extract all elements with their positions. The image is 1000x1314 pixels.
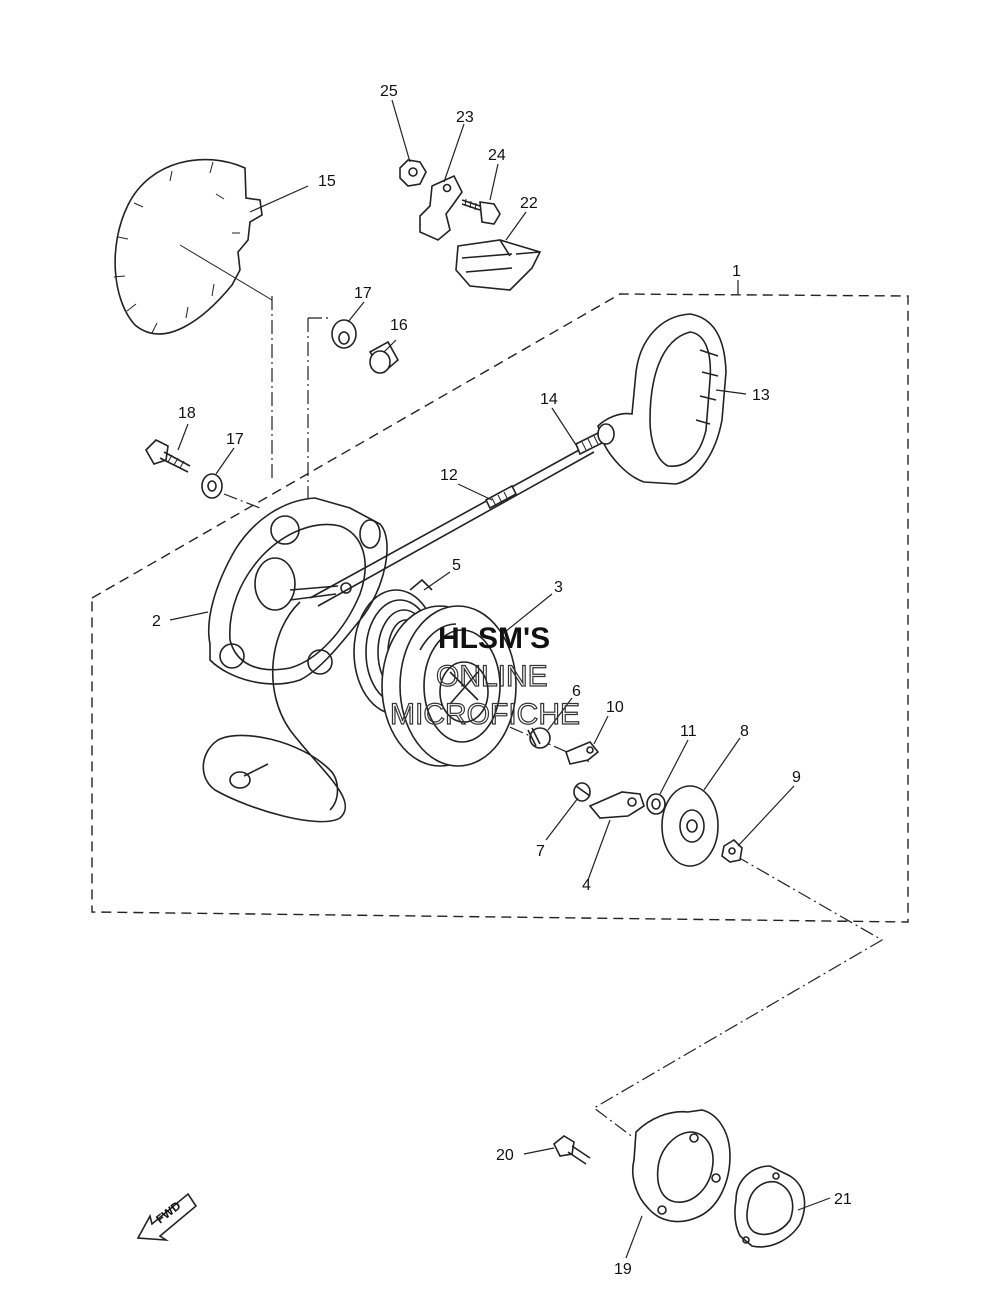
callout-15: 15 [318, 173, 336, 190]
callout-11: 11 [680, 723, 697, 740]
assembly-boundary [91, 293, 909, 923]
watermark: HLSM'S ONLINE MICROFICHE [389, 622, 580, 732]
callout-18: 18 [178, 405, 196, 422]
callout-13: 13 [752, 387, 770, 404]
part-16-collar [368, 340, 400, 374]
forward-direction-arrow: FWD [136, 1192, 198, 1242]
callout-9: 9 [792, 769, 801, 786]
callout-20: 20 [496, 1147, 514, 1164]
callout-16: 16 [390, 317, 408, 334]
part-8-friction-plate [661, 785, 719, 867]
callout-6: 6 [572, 683, 581, 700]
part-19-starter-pulley [632, 1109, 731, 1223]
callout-3: 3 [554, 579, 563, 596]
callout-19: 19 [614, 1261, 632, 1278]
part-3-reel [381, 605, 517, 767]
callout-24: 24 [488, 147, 506, 164]
part-2-starter-case [207, 497, 388, 685]
callout-2: 2 [152, 613, 161, 630]
part-10-pawl [565, 741, 600, 765]
part-20-bolt [552, 1135, 591, 1165]
callout-14: 14 [540, 391, 558, 408]
watermark-line-1: HLSM'S [438, 622, 550, 655]
part-9-bolt [721, 838, 743, 863]
callout-17-lower: 17 [226, 431, 244, 448]
part-25-nut [399, 159, 427, 187]
watermark-line-3: MICROFICHE [390, 698, 580, 731]
part-21-gasket [734, 1165, 806, 1248]
part-17-collar-upper [331, 319, 357, 349]
watermark-line-2: ONLINE [436, 660, 548, 693]
part-15-decal [113, 158, 273, 335]
part-11-washer [646, 793, 666, 815]
part-6-spring [527, 727, 551, 749]
assembly-lines [223, 296, 884, 1139]
part-13-starter-handle [597, 313, 727, 485]
callout-23: 23 [456, 109, 474, 126]
part-7-spring [573, 782, 591, 802]
part-18-bolt [145, 439, 191, 473]
callout-22: 22 [520, 195, 538, 212]
callout-10: 10 [606, 699, 624, 716]
callout-7: 7 [536, 843, 545, 860]
callout-12: 12 [440, 467, 458, 484]
callout-4: 4 [582, 877, 591, 894]
callout-25: 25 [380, 83, 398, 100]
part-22-clip [455, 239, 542, 291]
callout-1: 1 [732, 263, 741, 280]
leader-lines [169, 99, 831, 1259]
part-17-collar-lower [201, 473, 223, 499]
part-4-drive-plate [588, 791, 645, 819]
starter-rope [202, 601, 347, 823]
callout-21: 21 [834, 1191, 852, 1208]
callout-5: 5 [452, 557, 461, 574]
part-23-bracket [419, 174, 463, 241]
callout-17-upper: 17 [354, 285, 372, 302]
callout-labels: 1 2 3 4 5 6 7 8 9 10 11 12 13 14 15 16 1… [152, 83, 852, 1278]
callout-8: 8 [740, 723, 749, 740]
part-24-bolt [461, 198, 501, 225]
part-12-rope [309, 443, 595, 607]
